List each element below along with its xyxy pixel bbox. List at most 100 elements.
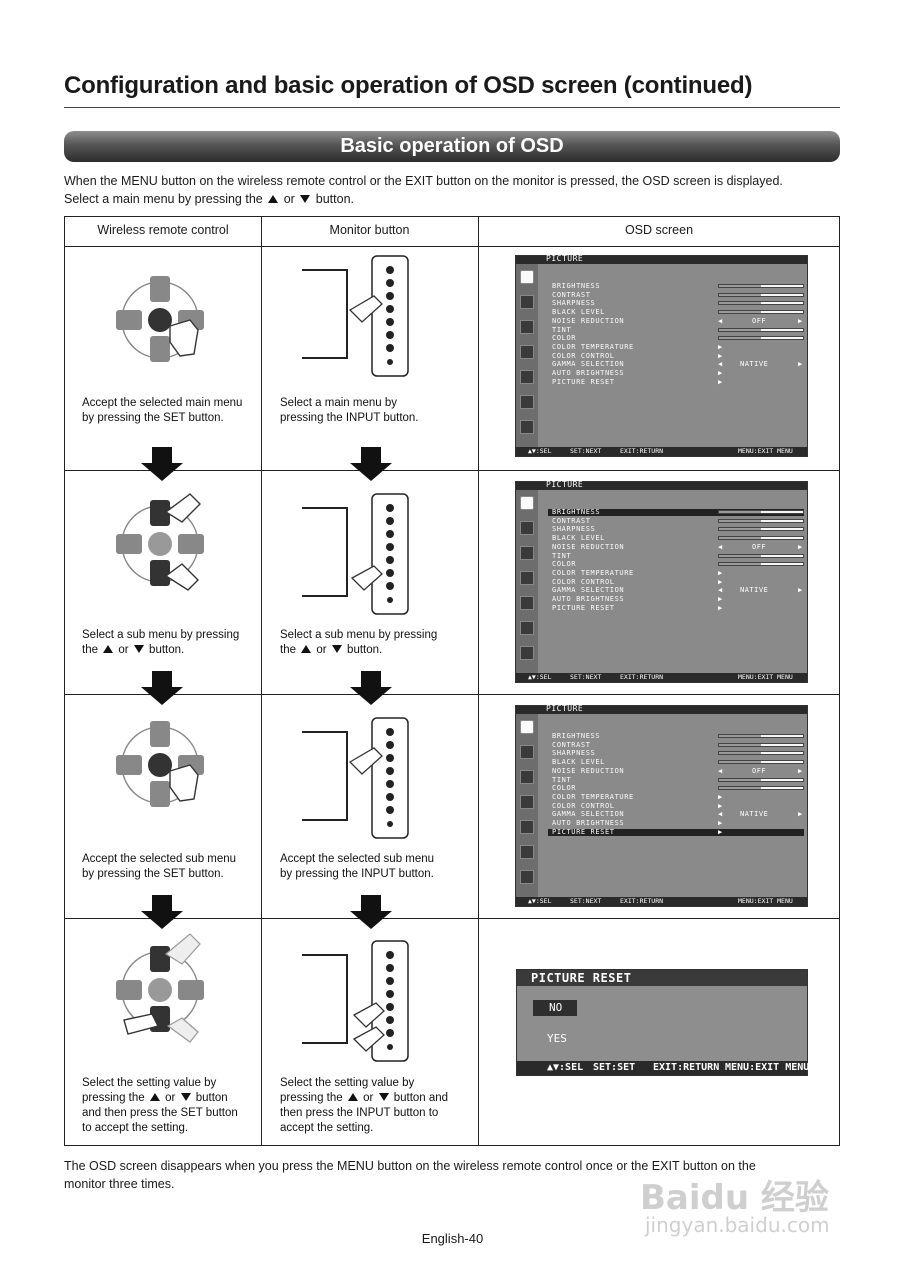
osd-submenu-arrow-icon: ▶ [718,369,723,377]
row-divider [65,918,839,919]
osd-menu-item[interactable]: NOISE REDUCTION [552,766,625,775]
osd-menu-category-icon[interactable] [520,770,534,784]
osd-menu-item[interactable]: CONTRAST [552,516,591,525]
osd-menu-category-icon[interactable] [520,546,534,560]
osd-menu-category-icon[interactable] [520,845,534,859]
monitor-button-panel-illustration [302,717,409,839]
intro-text: When the MENU button on the wireless rem… [64,172,844,208]
osd-level-bar [718,777,804,782]
osd-level-bar [718,292,804,297]
osd-menu-item[interactable]: TINT [552,551,572,560]
osd-reset-no-option[interactable]: NO [533,1000,577,1016]
osd-menu-category-icon[interactable] [520,295,534,309]
osd-menu-item[interactable]: AUTO BRIGHTNESS [552,369,625,377]
operation-table: Wireless remote control Monitor button O… [64,216,840,1146]
osd-menu-item[interactable]: COLOR CONTROL [552,351,615,360]
row-divider [65,470,839,471]
header-osd: OSD screen [624,223,694,237]
osd-menu-item[interactable]: COLOR TEMPERATURE [552,792,634,801]
osd-right-arrow-icon: ▶ [798,542,803,551]
osd-menu-item[interactable]: TINT [552,325,572,334]
osd-menu-item[interactable]: NOISE REDUCTION [552,316,625,325]
osd-submenu-arrow-icon: ▶ [718,792,723,801]
osd-menu-item[interactable]: GAMMA SELECTION [552,586,625,595]
osd-menu-category-icon[interactable] [520,621,534,635]
osd-menu-item[interactable]: SHARPNESS [552,525,596,534]
osd-menu-item[interactable]: GAMMA SELECTION [552,810,625,819]
osd-menu-item[interactable]: BLACK LEVEL [552,758,605,767]
osd-menu-category-icon[interactable] [520,320,534,334]
osd-menu-category-icon[interactable] [520,571,534,585]
osd-menu-item[interactable]: BRIGHTNESS [552,732,601,740]
osd-gamma-value: NATIVE [740,360,769,369]
osd-menu-item[interactable]: AUTO BRIGHTNESS [552,819,625,827]
osd-submenu-arrow-icon: ▶ [718,577,723,586]
down-triangle-icon [180,1093,191,1101]
osd-menu-item[interactable]: BLACK LEVEL [552,534,605,543]
osd-left-arrow-icon: ◀ [718,810,723,819]
remote-caption-row1: Accept the selected main menu by pressin… [82,397,243,424]
osd-menu-item[interactable]: COLOR CONTROL [552,801,615,810]
osd-menu-category-icon[interactable] [520,646,534,660]
osd-menu-category-icon[interactable] [520,820,534,834]
monitor-button-panel-illustration [302,493,409,615]
osd-menu-category-icon[interactable] [520,596,534,610]
osd-menu-item[interactable]: PICTURE RESET [552,603,615,612]
flow-arrow-icon [350,895,392,929]
osd-menu-item[interactable]: GAMMA SELECTION [552,360,625,369]
osd-menu-item[interactable]: COLOR TEMPERATURE [552,342,634,351]
osd-menu-item[interactable]: BLACK LEVEL [552,308,605,317]
osd-menu-item[interactable]: PICTURE RESET [552,827,615,836]
osd-menu-category-icon[interactable] [520,345,534,359]
osd-selection-highlight [548,828,804,836]
baidu-watermark: Baidu 经验 [640,1178,829,1218]
osd-menu-item[interactable]: SHARPNESS [552,299,596,308]
osd-menu-category-icon[interactable] [520,521,534,535]
osd-menu-item[interactable]: BRIGHTNESS [552,282,601,290]
down-triangle-icon [378,1093,389,1101]
osd-submenu-arrow-icon: ▶ [718,377,723,386]
monitor-caption-row2: Select a sub menu by pressing the or but… [280,629,438,656]
osd-menu-category-icon[interactable] [520,496,534,510]
osd-menu-category-icon[interactable] [520,720,534,734]
osd-gamma-value: NATIVE [740,586,769,595]
osd-reset-yes-option[interactable]: YES [547,1032,567,1045]
page-title: Configuration and basic operation of OSD… [64,72,753,99]
up-triangle-icon [347,1093,358,1101]
osd-menu-item[interactable]: AUTO BRIGHTNESS [552,595,625,603]
osd-menu-category-icon[interactable] [520,870,534,884]
osd-menu-item[interactable]: CONTRAST [552,740,591,749]
osd-menu-item[interactable]: SHARPNESS [552,749,596,758]
osd-menu-item[interactable]: BRIGHTNESS [552,508,601,516]
osd-left-arrow-icon: ◀ [718,766,723,775]
osd-menu-item[interactable]: COLOR TEMPERATURE [552,568,634,577]
osd-menu-item[interactable]: COLOR [552,560,577,569]
osd-menu-category-icon[interactable] [520,795,534,809]
osd-menu-item[interactable]: COLOR [552,334,577,343]
row-divider [65,694,839,695]
osd-menu-item[interactable]: COLOR CONTROL [552,577,615,586]
osd-menu-item[interactable]: CONTRAST [552,290,591,299]
up-triangle-icon [301,645,312,653]
osd-level-bar [718,284,804,288]
osd-menu-category-icon[interactable] [520,395,534,409]
osd-menu-category-icon[interactable] [520,745,534,759]
osd-submenu-arrow-icon: ▶ [718,603,723,612]
osd-menu-category-icon[interactable] [520,420,534,434]
osd-menu-category-icon[interactable] [520,370,534,384]
osd-menu-item[interactable]: TINT [552,775,572,784]
osd-submenu-arrow-icon: ▶ [718,595,723,603]
osd-menu-item[interactable]: NOISE REDUCTION [552,542,625,551]
osd-left-arrow-icon: ◀ [718,586,723,595]
osd-menu-item[interactable]: COLOR [552,784,577,793]
flow-arrow-icon [141,895,183,929]
page-number: English-40 [421,1231,484,1246]
osd-menu-item[interactable]: PICTURE RESET [552,377,615,386]
osd-level-bar [718,786,804,791]
remote-dpad-illustration [116,933,204,1043]
osd-menu-category-icon[interactable] [520,270,534,284]
flow-arrow-icon [141,447,183,481]
